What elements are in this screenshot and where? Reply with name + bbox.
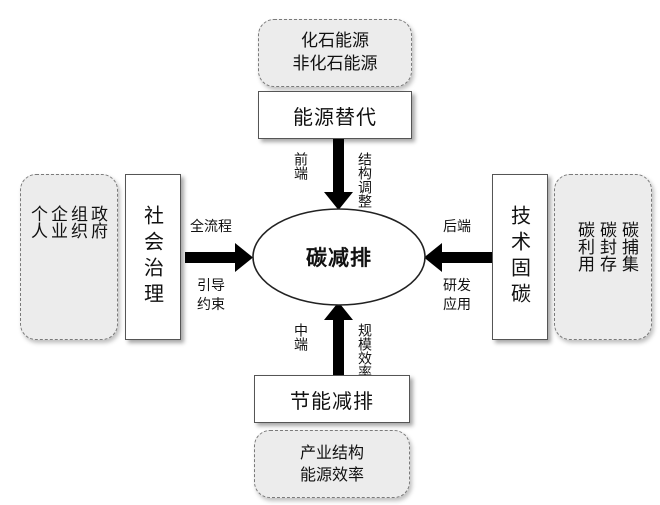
left-category-label: 社会治理 bbox=[140, 205, 165, 309]
right-arrow-top-label: 后端 bbox=[443, 219, 471, 235]
left-example-3: 企业 bbox=[47, 205, 67, 239]
left-example-2: 组织 bbox=[67, 205, 87, 239]
top-example-2: 非化石能源 bbox=[292, 54, 378, 74]
right-example-2: 碳封存 bbox=[596, 221, 616, 272]
right-examples: 碳捕集 碳封存 碳利用 bbox=[573, 221, 639, 272]
arrow-bottom-up bbox=[324, 302, 353, 376]
left-example-4: 个人 bbox=[27, 205, 47, 239]
right-example-1: 碳捕集 bbox=[618, 221, 638, 272]
center-ellipse bbox=[252, 208, 426, 306]
right-arrow-bottom-label-line2: 应用 bbox=[443, 297, 471, 313]
left-arrow-bottom-label-line1: 引导 bbox=[197, 278, 225, 294]
top-example-1: 化石能源 bbox=[301, 31, 369, 51]
top-category-box: 能源替代 bbox=[258, 91, 412, 139]
arrow-left-right bbox=[185, 243, 253, 272]
left-example-1: 政府 bbox=[87, 205, 107, 239]
right-category-box: 技术固碳 bbox=[492, 174, 548, 340]
right-category-label: 技术固碳 bbox=[507, 205, 532, 309]
right-examples-box: 碳捕集 碳封存 碳利用 bbox=[554, 174, 652, 340]
center-label: 碳减排 bbox=[306, 246, 372, 270]
arrow-top-down bbox=[324, 138, 353, 210]
top-examples-box: 化石能源 非化石能源 bbox=[258, 19, 412, 87]
top-category-label: 能源替代 bbox=[293, 104, 377, 129]
top-arrow-right-label: 结构调整 bbox=[356, 152, 372, 208]
top-arrow-left-label: 前端 bbox=[292, 152, 308, 180]
right-arrow-bottom-label-line1: 研发 bbox=[443, 278, 471, 294]
bottom-example-1: 产业结构 bbox=[299, 443, 364, 462]
left-arrow-top-label: 全流程 bbox=[190, 219, 232, 235]
bottom-arrow-right-label: 规模效率 bbox=[356, 323, 372, 379]
bottom-category-box: 节能减排 bbox=[254, 375, 410, 423]
left-arrow-bottom-label-line2: 约束 bbox=[197, 297, 225, 313]
right-example-3: 碳利用 bbox=[574, 221, 594, 272]
bottom-category-label: 节能减排 bbox=[290, 388, 374, 413]
arrow-right-left bbox=[424, 243, 494, 272]
bottom-examples-box: 产业结构 能源效率 bbox=[254, 430, 410, 498]
left-category-box: 社会治理 bbox=[125, 174, 181, 340]
left-examples: 政府 组织 企业 个人 bbox=[27, 205, 107, 239]
bottom-example-2: 能源效率 bbox=[299, 465, 364, 484]
bottom-arrow-left-label: 中端 bbox=[292, 323, 308, 351]
left-examples-box: 政府 组织 企业 个人 bbox=[20, 174, 118, 340]
